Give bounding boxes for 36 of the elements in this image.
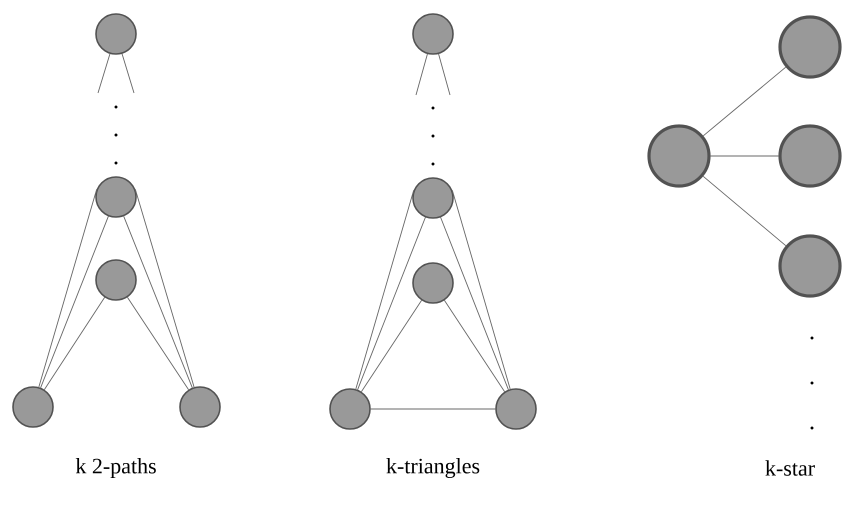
graph-edge: [134, 188, 195, 388]
graph-edge: [370, 408, 496, 410]
graph-vertex: [12, 386, 54, 428]
graph-vertex: [495, 388, 537, 430]
graph-vertex: [95, 259, 137, 301]
graph-edge: [40, 216, 109, 388]
graph-edge: [416, 54, 428, 96]
graph-vertex: [95, 176, 137, 218]
graph-edge: [444, 300, 506, 392]
graph-edge: [452, 190, 511, 390]
caption: k-star: [765, 460, 815, 476]
graph-edge: [44, 296, 106, 390]
graph-edge: [702, 176, 786, 246]
graph-edge: [127, 296, 189, 390]
graph-edge: [361, 300, 422, 392]
graph-vertex: [95, 13, 137, 55]
graph-vertex: [778, 15, 842, 79]
graph-vertex: [179, 386, 221, 428]
caption: k 2-paths: [76, 458, 156, 478]
graph-edge: [440, 216, 509, 390]
graph-vertex: [412, 262, 454, 304]
graph-vertex: [778, 234, 842, 298]
graph-vertex: [329, 388, 371, 430]
graph-edge: [357, 216, 426, 390]
graph-edge: [38, 188, 98, 388]
graph-edge: [355, 190, 414, 390]
graph-vertex: [647, 124, 711, 188]
graph-vertex: [412, 13, 454, 55]
graph-edge: [438, 54, 450, 96]
graph-vertex: [778, 124, 842, 188]
graph-edge: [702, 66, 786, 136]
caption: k-triangles: [386, 458, 480, 478]
graph-edge: [98, 53, 110, 94]
graph-edge: [123, 216, 193, 388]
graph-edge: [122, 53, 134, 94]
graph-vertex: [412, 177, 454, 219]
